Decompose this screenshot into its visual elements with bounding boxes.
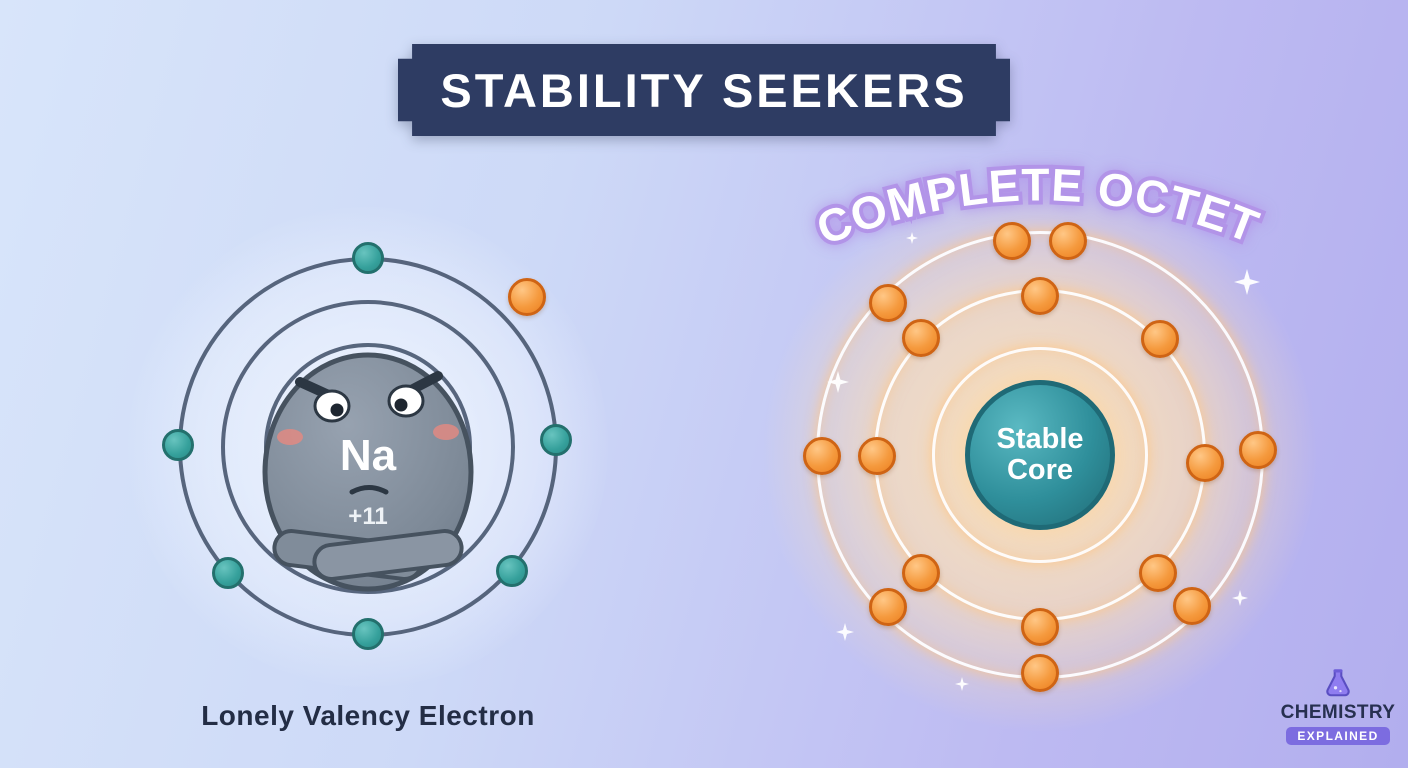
left-pupil bbox=[330, 403, 344, 417]
shell-electron bbox=[496, 555, 528, 587]
title-banner: STABILITY SEEKERS bbox=[398, 44, 1010, 136]
title-banner-wrap: STABILITY SEEKERS bbox=[0, 0, 1010, 136]
element-symbol: Na bbox=[340, 431, 397, 480]
left-caption: Lonely Valency Electron bbox=[201, 700, 535, 731]
sparkle-icon bbox=[906, 232, 918, 244]
shell-electron bbox=[352, 242, 384, 274]
page-title: STABILITY SEEKERS bbox=[440, 63, 968, 117]
shell-electron bbox=[352, 618, 384, 650]
sparkle-icon bbox=[1234, 269, 1260, 295]
shell-electron bbox=[162, 429, 194, 461]
brand-logo: CHEMISTRY EXPLAINED bbox=[1280, 668, 1396, 745]
valence-electron bbox=[869, 284, 907, 322]
valence-electron bbox=[1021, 608, 1059, 646]
brand-name: CHEMISTRY bbox=[1280, 702, 1396, 723]
brand-tagline: EXPLAINED bbox=[1286, 727, 1390, 745]
valence-electron bbox=[902, 319, 940, 357]
complete-octet-heading: COMPLETE OCTET bbox=[805, 154, 1269, 258]
valence-electron bbox=[1049, 222, 1087, 260]
valence-electron bbox=[1021, 277, 1059, 315]
valence-electron bbox=[1186, 444, 1224, 482]
left-blush bbox=[277, 429, 303, 445]
crossed-arms bbox=[272, 529, 464, 581]
flask-icon bbox=[1326, 669, 1350, 697]
core-label-line1: Stable bbox=[996, 422, 1084, 455]
valence-electron bbox=[1021, 654, 1059, 692]
sparkle-icon bbox=[1232, 590, 1248, 606]
stable-core: Stable Core bbox=[965, 380, 1115, 530]
element-charge: +11 bbox=[348, 503, 387, 530]
sparkle-icon bbox=[827, 371, 849, 393]
shell-electron bbox=[540, 424, 572, 456]
frown-mouth bbox=[349, 485, 389, 495]
valence-electron bbox=[858, 437, 896, 475]
right-blush bbox=[433, 424, 459, 440]
valence-electron bbox=[993, 222, 1031, 260]
valence-electron bbox=[902, 554, 940, 592]
valence-electron bbox=[1141, 320, 1179, 358]
valence-electron bbox=[803, 437, 841, 475]
valence-electron bbox=[508, 278, 546, 316]
shell-electron bbox=[212, 557, 244, 589]
valence-electron bbox=[869, 588, 907, 626]
sparkle-icon bbox=[955, 677, 969, 691]
right-pupil bbox=[394, 398, 408, 412]
sparkle-icon bbox=[836, 623, 854, 641]
valence-electron bbox=[1173, 587, 1211, 625]
valence-electron bbox=[1239, 431, 1277, 469]
sodium-character: Na +11 bbox=[262, 352, 474, 592]
valence-electron bbox=[1139, 554, 1177, 592]
core-label-line2: Core bbox=[1006, 454, 1074, 486]
